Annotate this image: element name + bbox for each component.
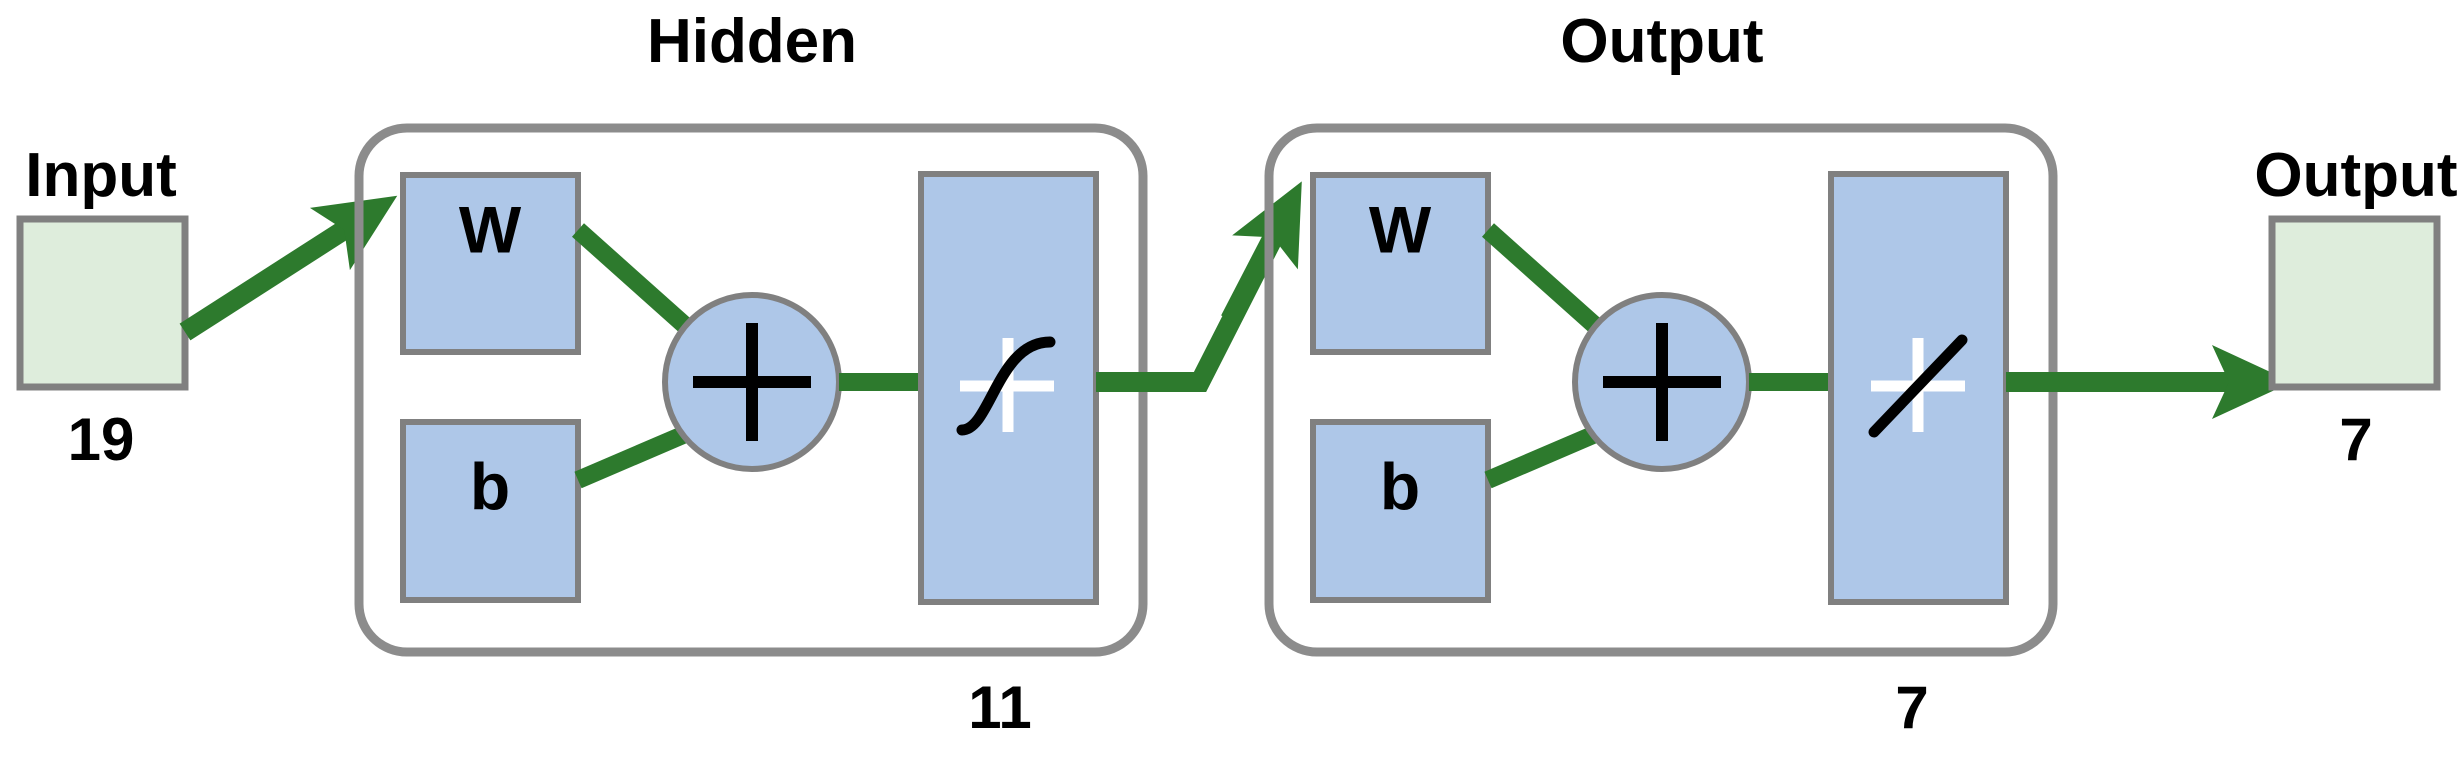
purelin-line-icon [1868, 334, 1968, 438]
output-weight-label: W [1369, 192, 1432, 266]
hidden-bias-label: b [470, 449, 510, 523]
hidden-b-to-sum-link [574, 423, 694, 489]
output-layer-size: 7 [1895, 674, 1928, 741]
output-label: Output [2254, 141, 2457, 210]
tansig-curve-icon [956, 336, 1056, 436]
hidden-layer-panel: Hidden W b + [354, 7, 1148, 657]
output-w-to-sum-link [1482, 223, 1606, 337]
arrow-input-to-hidden [179, 195, 398, 341]
input-square-icon [16, 215, 189, 391]
output-bias-label: b [1380, 449, 1420, 523]
output-b-to-sum-link [1484, 423, 1604, 489]
output-layer-panel: Output W b + [1264, 7, 2058, 657]
hidden-bias-block [400, 419, 581, 603]
hidden-layer-size: 11 [968, 674, 1031, 741]
output-group: Output 7 [2254, 141, 2457, 473]
hidden-weight-block [400, 172, 581, 355]
output-bias-block [1310, 419, 1491, 603]
hidden-title: Hidden [647, 7, 857, 76]
output-layer-title: Output [1560, 7, 1763, 76]
output-size: 7 [2339, 406, 2372, 473]
arrow-hidden-to-output-seg [1096, 208, 1295, 392]
hidden-w-to-sum-link [572, 223, 696, 337]
hidden-weight-label: W [459, 192, 522, 266]
output-weight-block [1310, 172, 1491, 355]
output-square-icon [2268, 215, 2441, 391]
input-label: Input [25, 141, 177, 210]
arrow-hidden-to-output [1221, 181, 1302, 325]
input-group: Input 19 [16, 141, 189, 473]
input-size: 19 [68, 406, 135, 473]
